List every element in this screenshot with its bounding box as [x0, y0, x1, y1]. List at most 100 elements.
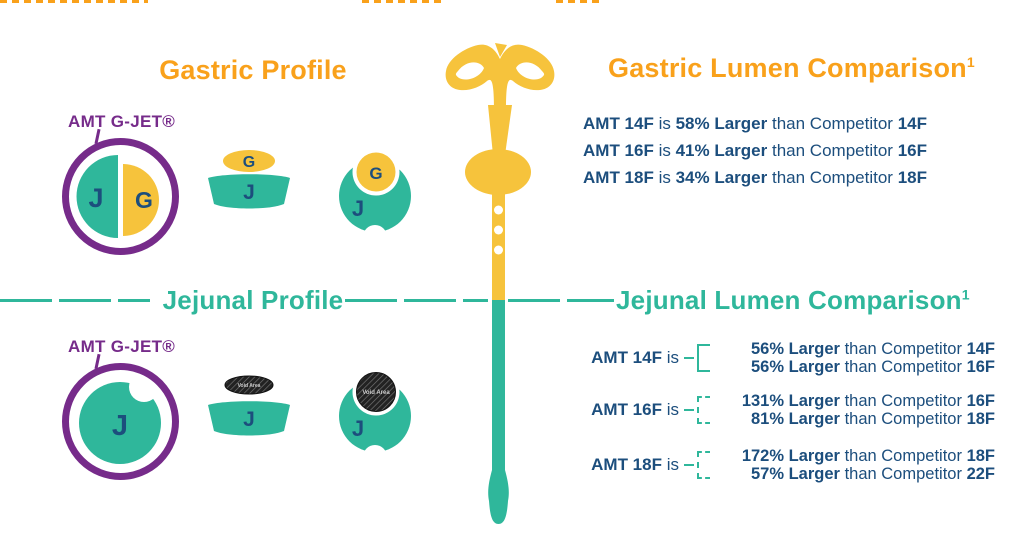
j-lumen-label: J [352, 416, 364, 441]
than-competitor: than Competitor [844, 358, 962, 376]
percent-larger: 57% Larger [751, 465, 840, 483]
gastric-device-label: AMT G-JET® [68, 112, 176, 131]
competitor-size: 18F [966, 447, 995, 465]
competitor-size: 18F [966, 410, 995, 428]
jejunal-device-label: AMT G-JET® [68, 337, 176, 356]
connector-dash [684, 356, 694, 360]
than-competitor: than Competitor [844, 410, 962, 428]
comparison-line: 56% Larger than Competitor 16F [715, 358, 995, 376]
void-area-label: Void Area [238, 383, 261, 389]
j-lumen-shape [76, 155, 118, 238]
percent-larger: 56% Larger [751, 358, 840, 376]
jejunal-side-view-diagram: Void Area J [208, 375, 290, 436]
comparison-row: AMT 18F is 34% Larger than Competitor 18… [583, 164, 927, 191]
amt-size: AMT 18F [591, 455, 662, 474]
amt-size: AMT 14F [583, 114, 654, 133]
void-area-label: Void Area [362, 390, 390, 396]
jejunal-comparison-group: AMT 16F is 131% Larger than Competitor 1… [583, 392, 995, 428]
jejunal-front-view-diagram: Void Area J [339, 372, 411, 452]
gastric-comparison-rows: AMT 14F is 58% Larger than Competitor 14… [583, 110, 927, 191]
competitor-size: 16F [966, 392, 995, 410]
jejunal-tube-tip [488, 470, 509, 524]
jejunal-cross-section-diagram: J [62, 363, 179, 480]
g-lumen-label: G [243, 154, 255, 171]
gastric-comparison-title: Gastric Lumen Comparison1 [608, 53, 975, 84]
gastric-divider-line [0, 0, 148, 3]
percent-larger: 41% Larger [675, 141, 768, 160]
than-competitor: than Competitor [844, 465, 962, 483]
group-lines: 131% Larger than Competitor 16F 81% Larg… [715, 392, 995, 428]
jejunal-tube-segment [492, 300, 505, 472]
footnote-marker: 1 [961, 286, 970, 303]
percent-larger: 131% Larger [741, 392, 840, 410]
is-word: is [666, 400, 679, 419]
outer-wall-ring [62, 138, 179, 255]
is-word: is [658, 168, 671, 187]
competitor-size: 18F [897, 168, 927, 187]
j-lumen-label: J [112, 410, 128, 442]
gastric-comparison-title-text: Gastric Lumen Comparison [608, 53, 967, 83]
j-lumen-label: J [243, 408, 255, 431]
device-stem [488, 105, 512, 155]
is-word: is [666, 455, 679, 474]
connector-dash [684, 408, 694, 412]
percent-larger: 34% Larger [675, 168, 768, 187]
g-lumen-label: G [369, 164, 382, 183]
percent-larger: 56% Larger [751, 340, 840, 358]
than-competitor: than Competitor [844, 392, 962, 410]
gastric-front-view-diagram: G J [339, 152, 411, 232]
gastric-profile-title: Gastric Profile [159, 55, 347, 85]
footnote-marker: 1 [966, 54, 975, 70]
group-label: AMT 14F is [583, 348, 679, 368]
comparison-line: 57% Larger than Competitor 22F [715, 465, 995, 483]
competitor-size: 16F [897, 141, 927, 160]
jejunal-comparison-group: AMT 14F is 56% Larger than Competitor 14… [583, 340, 995, 376]
g-jet-device-illustration [445, 43, 555, 524]
comparison-line: 81% Larger than Competitor 18F [715, 410, 995, 428]
bracket [697, 344, 710, 372]
than-competitor: than Competitor [772, 141, 893, 160]
j-lumen-label: J [352, 196, 364, 221]
group-label: AMT 18F is [583, 455, 679, 475]
g-lumen-label: G [135, 187, 153, 213]
j-lumen-shape [208, 401, 290, 436]
jejunal-comparison-title: Jejunal Lumen Comparison1 [616, 285, 970, 316]
jejunal-divider-line [345, 299, 488, 302]
bracket [697, 451, 710, 479]
amt-size: AMT 14F [591, 348, 662, 367]
group-lines: 56% Larger than Competitor 14F 56% Large… [715, 340, 995, 376]
comparison-row: AMT 16F is 41% Larger than Competitor 16… [583, 137, 927, 164]
than-competitor: than Competitor [844, 447, 962, 465]
void-area-shape [356, 372, 396, 412]
than-competitor: than Competitor [844, 340, 962, 358]
bracket [697, 396, 710, 424]
is-word: is [658, 114, 671, 133]
amt-size: AMT 16F [583, 141, 654, 160]
jejunal-comparison-title-text: Jejunal Lumen Comparison [616, 285, 962, 315]
j-lumen-shape [79, 382, 161, 464]
jejunal-comparison-group: AMT 18F is 172% Larger than Competitor 1… [583, 447, 995, 483]
comparison-line: 172% Larger than Competitor 18F [715, 447, 995, 465]
comparison-line: 56% Larger than Competitor 14F [715, 340, 995, 358]
comparison-row: AMT 14F is 58% Larger than Competitor 14… [583, 110, 927, 137]
than-competitor: than Competitor [772, 114, 893, 133]
competitor-size: 14F [966, 340, 995, 358]
void-area-shape [224, 375, 274, 395]
j-lumen-shape [208, 174, 290, 209]
device-top-wings [445, 43, 555, 109]
competitor-size: 16F [966, 358, 995, 376]
retention-balloon [465, 149, 531, 195]
percent-larger: 81% Larger [751, 410, 840, 428]
g-lumen-shape [356, 152, 396, 192]
percent-larger: 58% Larger [675, 114, 768, 133]
competitor-size: 22F [966, 465, 995, 483]
jejunal-divider-line [0, 299, 150, 302]
comparison-line: 131% Larger than Competitor 16F [715, 392, 995, 410]
gastric-divider-line [556, 0, 602, 3]
gastric-divider-line [362, 0, 444, 3]
amt-size: AMT 16F [591, 400, 662, 419]
gastric-cross-section-diagram: J G [62, 138, 179, 255]
is-word: is [666, 348, 679, 367]
g-lumen-shape [223, 150, 275, 172]
